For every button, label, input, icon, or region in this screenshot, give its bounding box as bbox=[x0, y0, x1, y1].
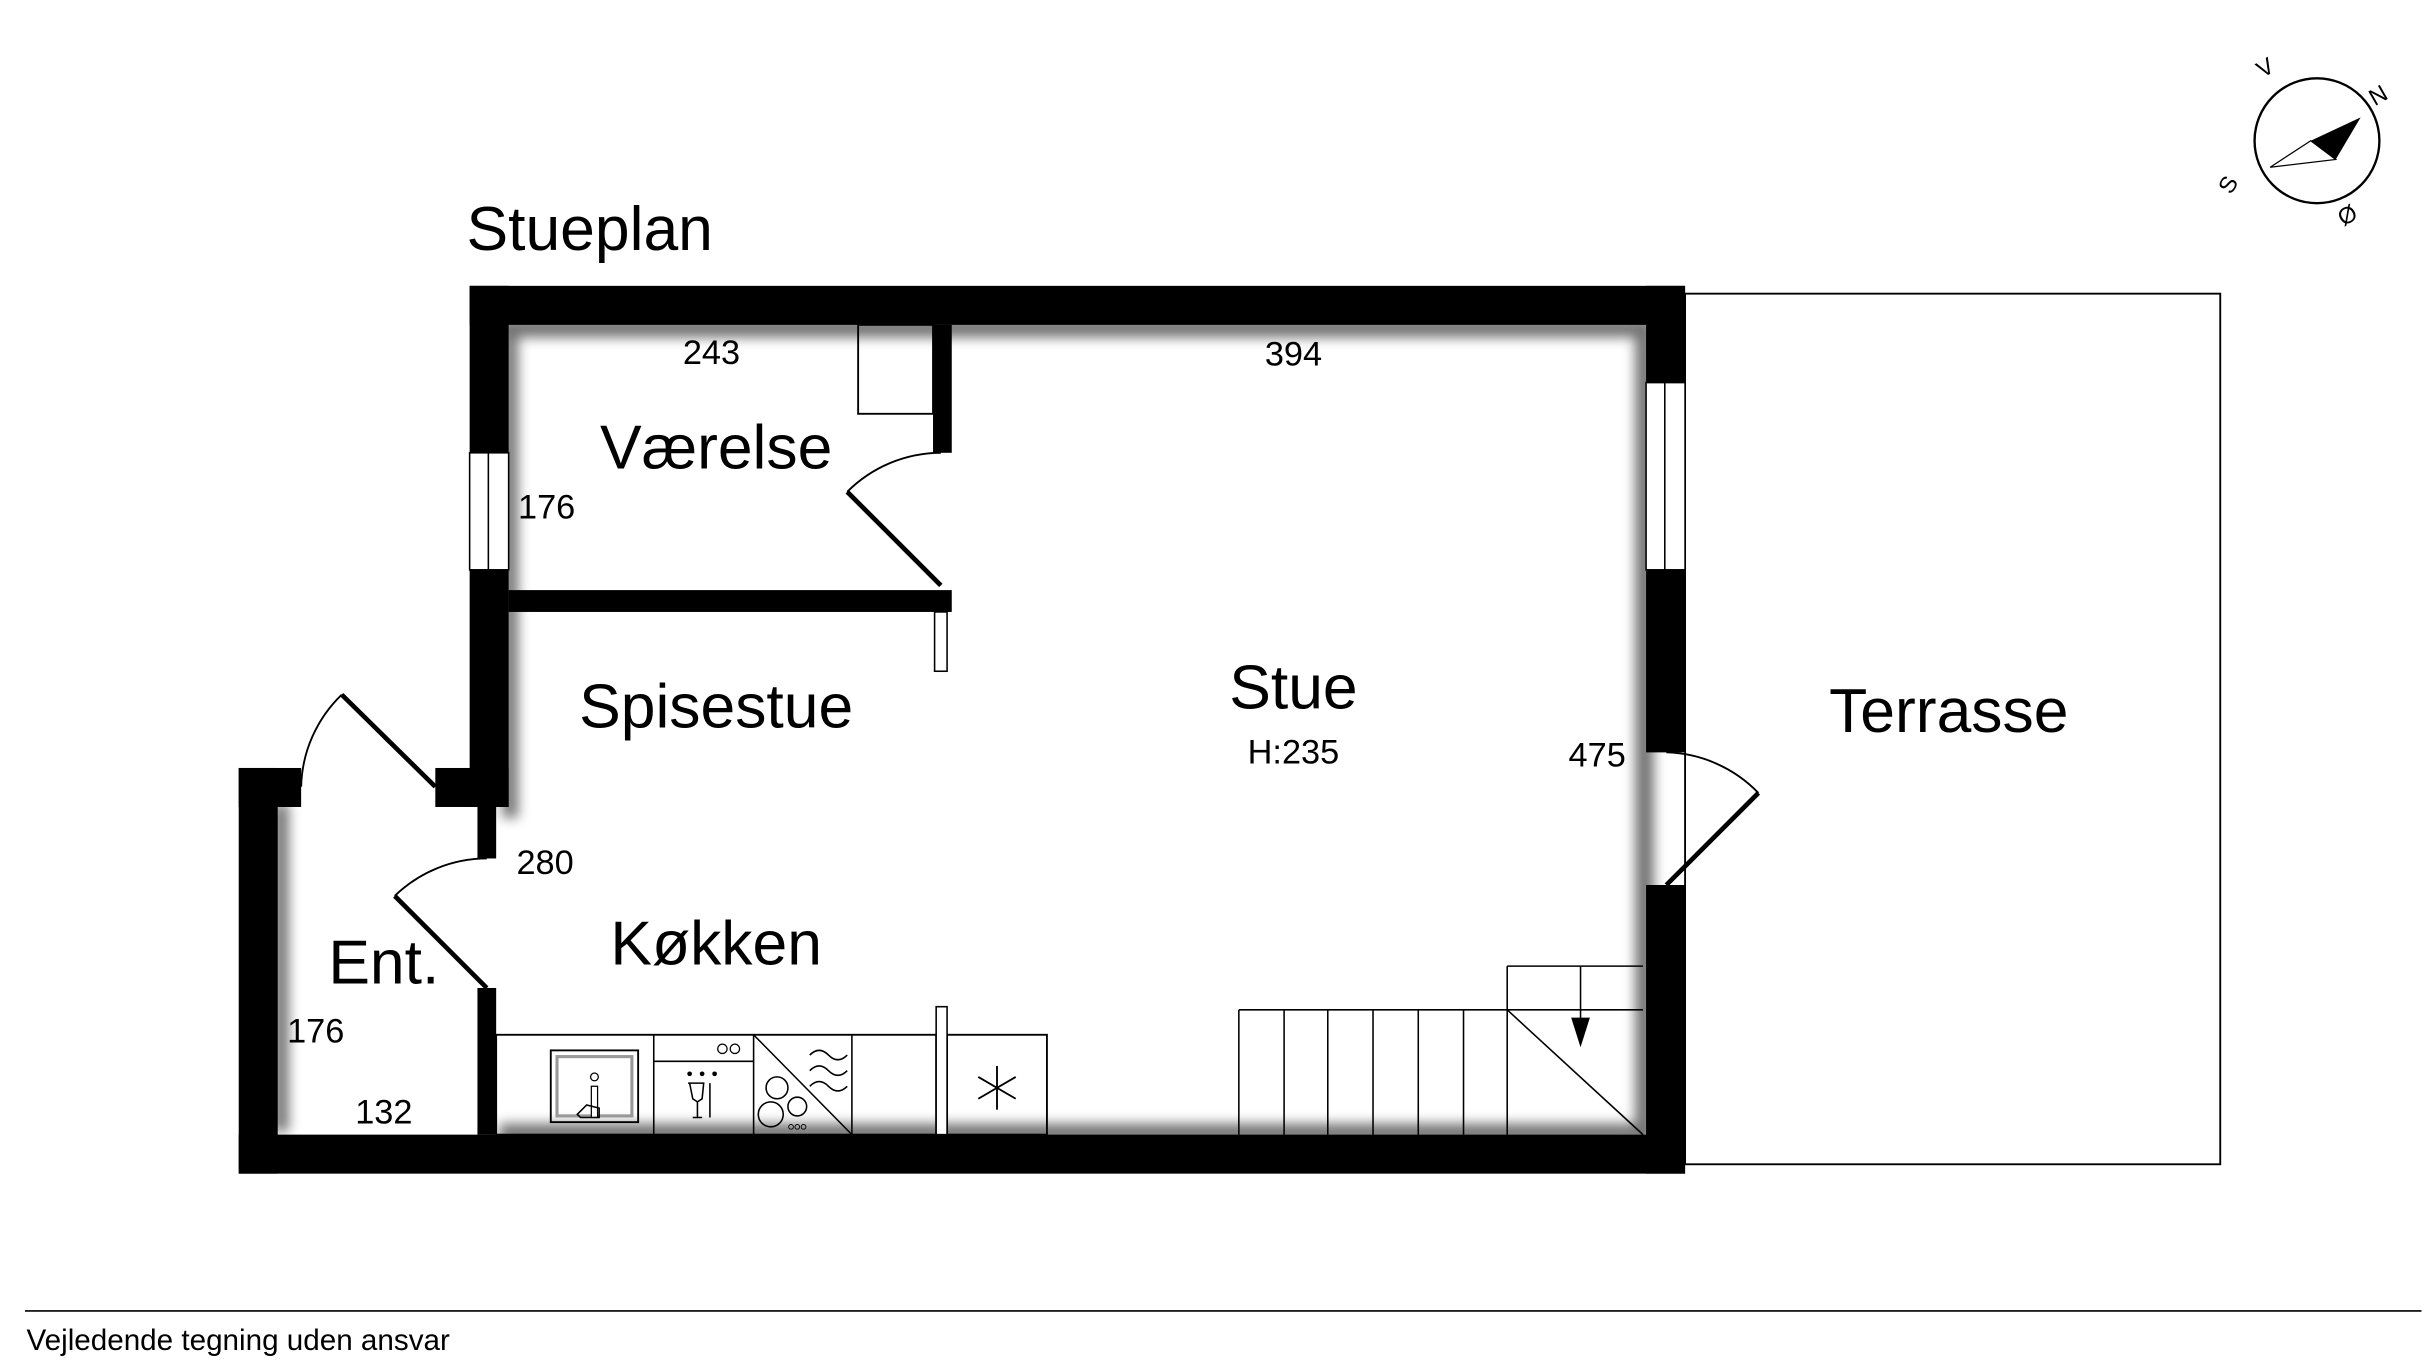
door-vaerelse[interactable] bbox=[845, 451, 943, 588]
plan-title: Stueplan bbox=[467, 195, 713, 264]
kitchen-counter bbox=[495, 1005, 1048, 1136]
room-height-stue: H:235 bbox=[1248, 733, 1340, 771]
pillar bbox=[933, 611, 948, 673]
window-stue bbox=[1645, 381, 1686, 571]
dim-entre-height: 176 bbox=[287, 1013, 344, 1051]
door-terrasse[interactable] bbox=[1664, 751, 1761, 887]
compass-icon: N S Ø V bbox=[2213, 52, 2392, 231]
compass-s: S bbox=[2213, 171, 2243, 198]
dim-stue-depth: 475 bbox=[1569, 736, 1626, 774]
room-label-entre: Ent. bbox=[328, 928, 439, 997]
dim-vaerelse-height: 176 bbox=[518, 488, 575, 526]
room-label-vaerelse: Værelse bbox=[600, 413, 832, 482]
room-label-koekken: Køkken bbox=[610, 910, 822, 979]
sink-icon bbox=[549, 1049, 640, 1124]
staircase bbox=[1238, 965, 1644, 1136]
dim-koekken: 280 bbox=[516, 844, 573, 882]
fridge-snowflake-icon bbox=[977, 1065, 1017, 1110]
stair-direction-arrow-icon bbox=[1571, 966, 1590, 1048]
dim-vaerelse-width: 243 bbox=[683, 334, 740, 372]
compass-e: Ø bbox=[2333, 199, 2362, 231]
dim-stue-width: 394 bbox=[1265, 335, 1322, 373]
dim-entre-width: 132 bbox=[355, 1094, 412, 1132]
room-label-stue: Stue bbox=[1229, 654, 1357, 723]
room-label-spisestue: Spisestue bbox=[579, 672, 853, 741]
hob-oven-icon bbox=[753, 1034, 853, 1136]
closet bbox=[857, 323, 934, 415]
walls bbox=[238, 285, 1686, 1174]
compass-w: V bbox=[2252, 52, 2279, 83]
footer-disclaimer: Vejledende tegning uden ansvar bbox=[27, 1324, 450, 1357]
door-entre-inner[interactable] bbox=[393, 857, 489, 990]
door-entre-front[interactable] bbox=[300, 692, 437, 789]
window-vaerelse bbox=[468, 452, 510, 571]
dishwasher-icon bbox=[653, 1043, 754, 1119]
room-label-terrasse: Terrasse bbox=[1829, 677, 2068, 746]
